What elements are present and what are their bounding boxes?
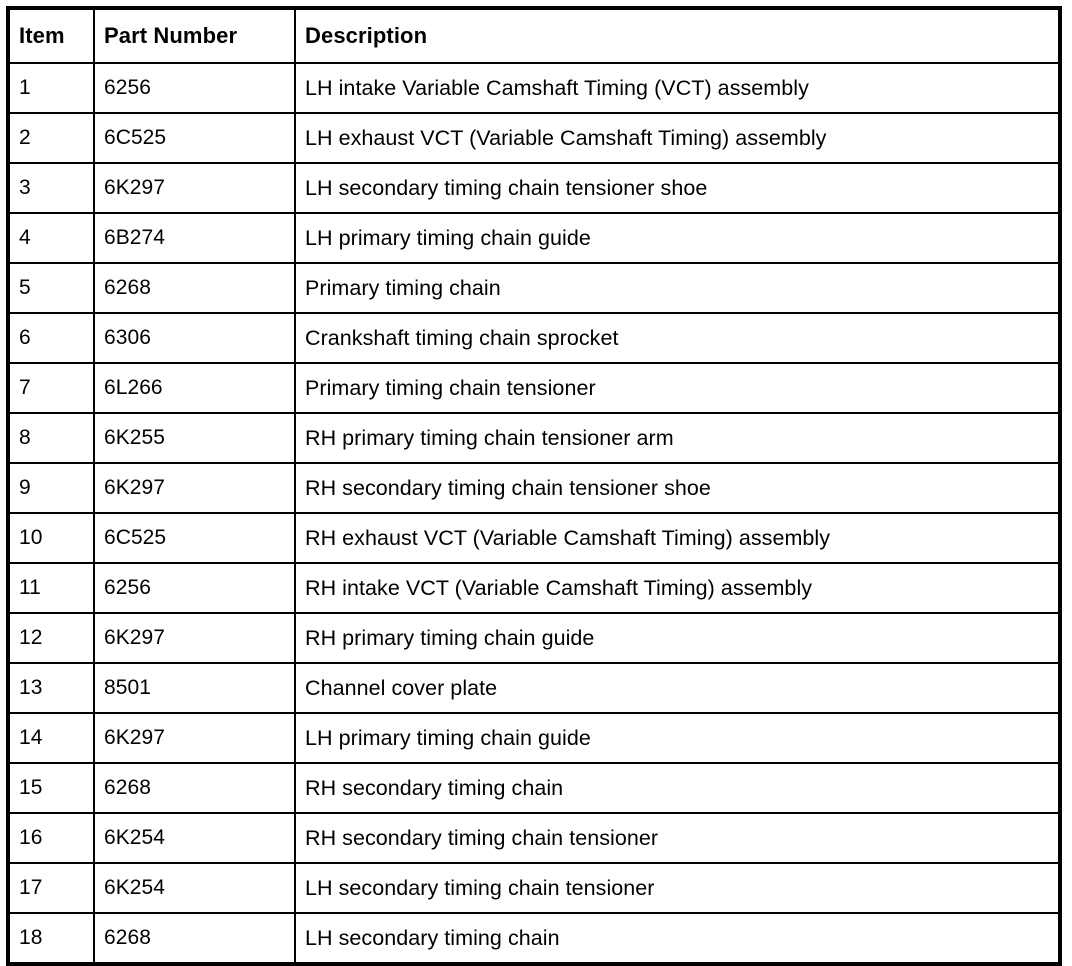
cell-part-number: 6306 <box>93 312 296 364</box>
cell-part-number: 6B274 <box>93 212 296 264</box>
cell-description: Primary timing chain <box>294 262 1061 314</box>
cell-description: RH secondary timing chain tensioner shoe <box>294 462 1061 514</box>
cell-part-number: 6268 <box>93 762 296 814</box>
cell-part-number: 6L266 <box>93 362 296 414</box>
cell-part-number: 6K297 <box>93 612 296 664</box>
cell-description: Crankshaft timing chain sprocket <box>294 312 1061 364</box>
cell-part-number: 6K254 <box>93 862 296 914</box>
cell-item: 10 <box>7 512 95 564</box>
cell-part-number: 6268 <box>93 262 296 314</box>
column-header-part-number: Part Number <box>93 7 296 64</box>
cell-part-number: 6256 <box>93 62 296 114</box>
cell-item: 2 <box>7 112 95 164</box>
cell-item: 1 <box>7 62 95 114</box>
cell-item: 16 <box>7 812 95 864</box>
cell-description: RH intake VCT (Variable Camshaft Timing)… <box>294 562 1061 614</box>
cell-item: 3 <box>7 162 95 214</box>
column-header-item: Item <box>7 7 95 64</box>
cell-part-number: 6K254 <box>93 812 296 864</box>
cell-item: 13 <box>7 662 95 714</box>
cell-part-number: 6C525 <box>93 112 296 164</box>
cell-item: 12 <box>7 612 95 664</box>
cell-item: 6 <box>7 312 95 364</box>
cell-description: LH exhaust VCT (Variable Camshaft Timing… <box>294 112 1061 164</box>
cell-description: RH secondary timing chain <box>294 762 1061 814</box>
cell-part-number: 6K297 <box>93 462 296 514</box>
cell-item: 4 <box>7 212 95 264</box>
cell-description: LH secondary timing chain <box>294 912 1061 965</box>
cell-part-number: 6K297 <box>93 712 296 764</box>
cell-item: 14 <box>7 712 95 764</box>
cell-part-number: 6K297 <box>93 162 296 214</box>
cell-part-number: 6K255 <box>93 412 296 464</box>
table-header: Item Part Number Description <box>7 7 1061 64</box>
cell-item: 9 <box>7 462 95 514</box>
cell-description: RH primary timing chain tensioner arm <box>294 412 1061 464</box>
cell-description: RH primary timing chain guide <box>294 612 1061 664</box>
cell-description: RH secondary timing chain tensioner <box>294 812 1061 864</box>
cell-description: Channel cover plate <box>294 662 1061 714</box>
cell-item: 17 <box>7 862 95 914</box>
cell-description: RH exhaust VCT (Variable Camshaft Timing… <box>294 512 1061 564</box>
cell-description: Primary timing chain tensioner <box>294 362 1061 414</box>
cell-description: LH secondary timing chain tensioner shoe <box>294 162 1061 214</box>
column-header-description: Description <box>294 7 1061 64</box>
cell-description: LH primary timing chain guide <box>294 712 1061 764</box>
cell-item: 11 <box>7 562 95 614</box>
cell-part-number: 6256 <box>93 562 296 614</box>
cell-item: 15 <box>7 762 95 814</box>
cell-part-number: 8501 <box>93 662 296 714</box>
table-header-row: Item Part Number Description <box>7 7 1061 64</box>
cell-item: 18 <box>7 912 95 965</box>
cell-description: LH primary timing chain guide <box>294 212 1061 264</box>
cell-description: LH intake Variable Camshaft Timing (VCT)… <box>294 62 1061 114</box>
cell-item: 5 <box>7 262 95 314</box>
cell-description: LH secondary timing chain tensioner <box>294 862 1061 914</box>
cell-item: 8 <box>7 412 95 464</box>
cell-part-number: 6268 <box>93 912 296 965</box>
cell-item: 7 <box>7 362 95 414</box>
cell-part-number: 6C525 <box>93 512 296 564</box>
